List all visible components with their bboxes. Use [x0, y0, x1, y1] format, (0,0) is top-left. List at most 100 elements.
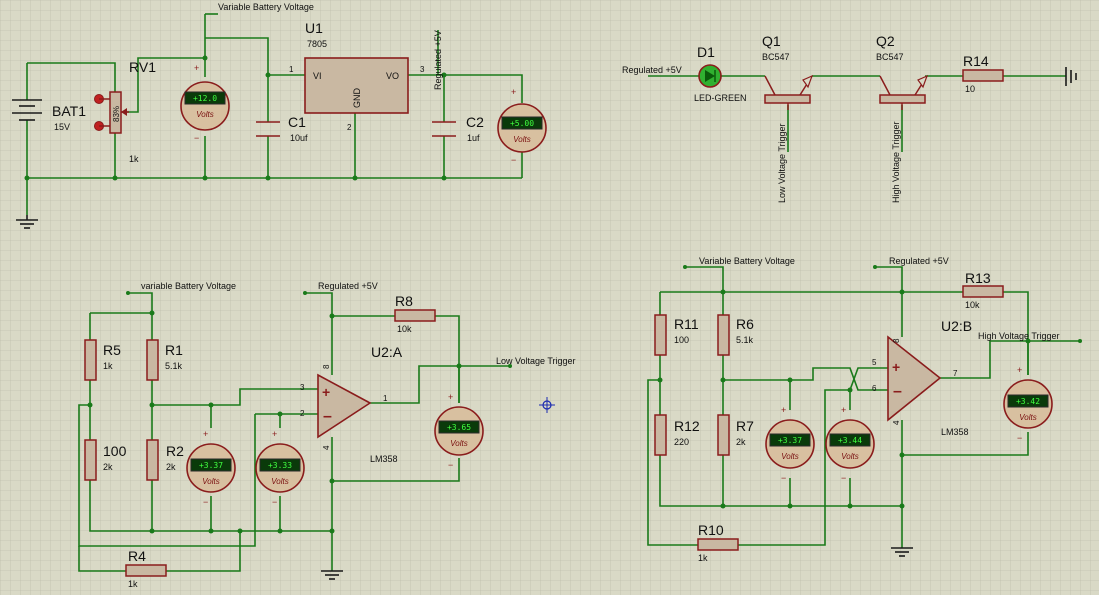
resistor-r10[interactable]: [697, 538, 739, 551]
r1-ref: R1: [165, 342, 183, 358]
potentiometer-rv1[interactable]: [94, 91, 130, 134]
indicator-section: [648, 75, 1066, 152]
resistor-r11[interactable]: [654, 314, 667, 356]
q1-part: BC547: [762, 52, 790, 62]
u1-ref: U1: [305, 20, 323, 36]
transistor-q1[interactable]: [764, 74, 814, 110]
resistor-r4[interactable]: [125, 564, 167, 577]
q1-ref: Q1: [762, 33, 781, 49]
resistor-r2[interactable]: [146, 439, 159, 481]
u2a-part: LM358: [370, 454, 398, 464]
vm-battery-plus: +: [194, 63, 199, 73]
vm-low-b-unit: Volts: [271, 477, 289, 486]
r100-ref: 100: [103, 443, 127, 459]
label-regulated-5v-low: Regulated +5V: [318, 281, 378, 291]
vm-high-out-unit: Volts: [1019, 413, 1037, 422]
vm-low-a-minus: −: [203, 497, 208, 507]
q2-ref: Q2: [876, 33, 895, 49]
resistor-r5[interactable]: [84, 339, 97, 381]
vm-high-a-reading: +3.37: [778, 436, 802, 445]
opamp-u2b[interactable]: + – 5 6 7 8 4: [872, 335, 958, 425]
u2a-pin3: 3: [300, 383, 305, 392]
r13-ref: R13: [965, 270, 991, 286]
label-variable-battery-voltage-high: Variable Battery Voltage: [699, 256, 795, 266]
voltmeter-battery[interactable]: +12.0 Volts + −: [180, 63, 230, 143]
rv1-ref: RV1: [129, 59, 156, 75]
u1-pin1: 1: [289, 65, 294, 74]
r11-value: 100: [674, 335, 689, 345]
capacitor-c1[interactable]: [256, 121, 280, 137]
r12-ref: R12: [674, 418, 700, 434]
high-comparator-section: [647, 265, 1082, 548]
vm-high-out-minus: −: [1017, 433, 1022, 443]
rv1-value: 1k: [129, 154, 139, 164]
c1-ref: C1: [288, 114, 306, 130]
voltmeter-low-out[interactable]: +3.65 Volts + −: [434, 392, 484, 470]
resistor-r1[interactable]: [146, 339, 159, 381]
resistor-r6[interactable]: [717, 314, 730, 356]
bat1-ref: BAT1: [52, 103, 86, 119]
vm-low-out-minus: −: [448, 460, 453, 470]
r2-ref: R2: [166, 443, 184, 459]
voltmeter-high-b[interactable]: +3.44 Volts + −: [825, 405, 875, 483]
d1-ref: D1: [697, 44, 715, 60]
resistor-r13[interactable]: [962, 285, 1004, 298]
bat1-value: 15V: [54, 122, 70, 132]
vm-low-a-reading: +3.37: [199, 461, 223, 470]
voltmeter-regulated[interactable]: +5.00 Volts + −: [497, 87, 547, 165]
voltmeter-low-a[interactable]: +3.37 Volts + −: [186, 429, 236, 507]
vm-high-b-unit: Volts: [841, 452, 859, 461]
led-d1[interactable]: [698, 64, 722, 88]
resistor-r14[interactable]: [962, 69, 1004, 82]
u2b-pin7: 7: [953, 369, 958, 378]
capacitor-c2[interactable]: [432, 121, 456, 137]
voltmeter-high-a[interactable]: +3.37 Volts + −: [765, 405, 815, 483]
vm-low-b-reading: +3.33: [268, 461, 292, 470]
vm-regulated-reading: +5.00: [510, 119, 534, 128]
voltmeter-high-out[interactable]: +3.42 Volts + −: [1003, 365, 1053, 443]
svg-text:–: –: [893, 383, 902, 400]
u2b-pin4: 4: [892, 420, 901, 425]
r4-value: 1k: [128, 579, 138, 589]
vm-low-a-plus: +: [203, 429, 208, 439]
vm-high-b-plus: +: [841, 405, 846, 415]
opamp-u2a[interactable]: + – 3 2 1 8 4: [300, 364, 388, 450]
ground-icon: [16, 215, 38, 229]
r8-value: 10k: [397, 324, 412, 334]
ground-icon: [1065, 67, 1077, 86]
crosshair-cursor-icon: [539, 397, 555, 413]
ground-icon: [891, 547, 913, 557]
r1-value: 5.1k: [165, 361, 183, 371]
regulator-u1[interactable]: VI VO GND 1 3 2: [289, 57, 425, 132]
vm-regulated-unit: Volts: [513, 135, 531, 144]
u2a-pin4: 4: [322, 445, 331, 450]
u1-pin2: 2: [347, 123, 352, 132]
transistor-q2[interactable]: [879, 74, 929, 110]
r5-ref: R5: [103, 342, 121, 358]
voltmeter-low-b[interactable]: +3.33 Volts + −: [255, 429, 305, 507]
u2b-pin8: 8: [892, 338, 901, 343]
c2-value: 1uf: [467, 133, 480, 143]
label-high-voltage-trigger-q2: High Voltage Trigger: [891, 121, 901, 203]
r4-ref: R4: [128, 548, 146, 564]
svg-text:+: +: [322, 384, 330, 400]
u2a-pin8: 8: [322, 364, 331, 369]
resistor-100[interactable]: [84, 439, 97, 481]
resistor-r7[interactable]: [717, 414, 730, 456]
u2b-pin5: 5: [872, 358, 877, 367]
vm-high-a-plus: +: [781, 405, 786, 415]
resistor-r12[interactable]: [654, 414, 667, 456]
resistor-r8[interactable]: [394, 309, 436, 322]
u1-part: 7805: [307, 39, 327, 49]
vm-high-out-plus: +: [1017, 365, 1022, 375]
ground-icon: [321, 570, 343, 580]
label-high-voltage-trigger: High Voltage Trigger: [978, 331, 1060, 341]
label-low-voltage-trigger: Low Voltage Trigger: [496, 356, 576, 366]
r14-ref: R14: [963, 53, 989, 69]
svg-text:+: +: [892, 359, 900, 375]
r100-value: 2k: [103, 462, 113, 472]
battery-bat1[interactable]: [12, 99, 42, 121]
vm-high-out-reading: +3.42: [1016, 397, 1040, 406]
vm-low-b-minus: −: [272, 497, 277, 507]
